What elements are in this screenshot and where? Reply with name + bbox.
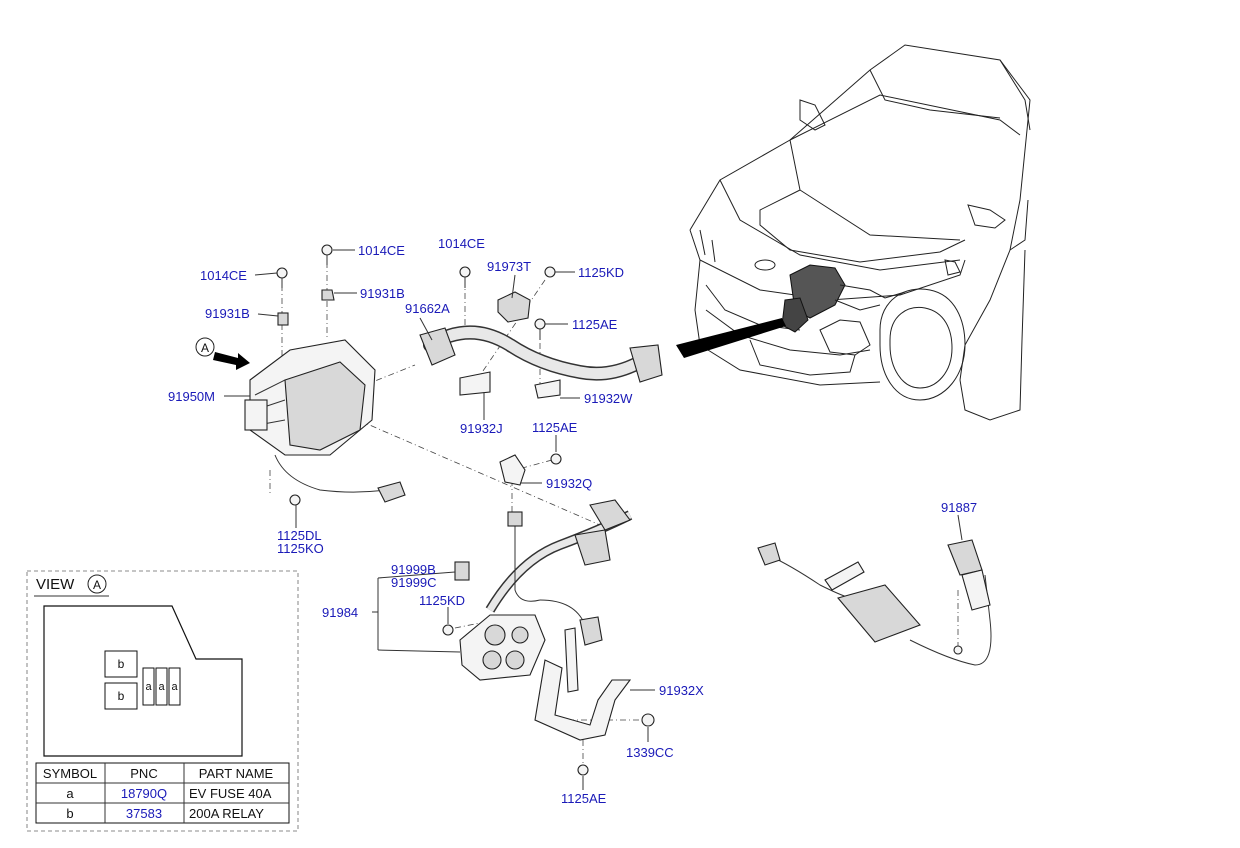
label-91931b-a: 91931B [205,306,250,321]
table-row1-symbol: a [66,786,74,801]
label-1014ce-c: 1014CE [438,236,485,251]
table-row2-name: 200A RELAY [189,806,264,821]
label-91932q: 91932Q [546,476,592,491]
bolt-1014ce-mid [321,244,333,265]
table-header-part-name: PART NAME [199,766,274,781]
label-91932w: 91932W [584,391,633,406]
harness-91662a [419,325,663,399]
label-1125dl: 1125DL [277,528,322,543]
label-91999c: 91999C [391,575,437,590]
bolt-1125ae-top [534,318,546,340]
view-title: VIEW [36,576,75,593]
table-row2-pnc[interactable]: 37583 [126,806,162,821]
vehicle-illustration [689,44,1031,421]
portable-charger-91887 [757,539,992,666]
callout-labels: 1014CE 1014CE 1014CE 91931B 91931B 91950… [168,236,977,806]
view-cell-a3: a [171,681,178,693]
view-cell-a2: a [158,681,165,693]
clip-91999bc [454,561,470,581]
view-a-marker: A [201,341,209,355]
table-row2-symbol: b [66,806,73,821]
label-1125ae-a: 1125AE [572,317,618,332]
bracket-91932x [534,627,632,741]
label-91932j: 91932J [460,421,503,436]
pointer-arrow [676,318,786,358]
clip-91931b-left [277,312,289,326]
clip-91931b-mid [321,289,335,301]
label-91932x: 91932X [659,683,704,698]
label-1125ae-b: 1125AE [532,420,578,435]
label-1125ae-c: 1125AE [561,791,607,806]
bolt-1014ce-left [276,267,288,288]
callout-lines [224,249,963,790]
label-91887: 91887 [941,500,977,515]
bolt-1125ae-bottom [577,764,589,776]
label-1125kd-a: 1125KD [578,265,624,280]
view-title-marker: A [93,578,101,592]
view-a-indicator: A [195,337,250,370]
label-1014ce-a: 1014CE [200,268,247,283]
nut-1339cc [641,713,655,727]
label-1125kd-b: 1125KD [419,593,465,608]
view-cell-b2: b [118,689,125,703]
label-91999b: 91999B [391,562,436,577]
view-cell-b1: b [118,657,125,671]
charge-port-91984 [459,499,633,681]
bracket-91932q [499,454,526,486]
legend-table: SYMBOL PNC PART NAME a 18790Q EV FUSE 40… [35,762,290,824]
label-1339cc: 1339CC [626,745,674,760]
table-row1-pnc[interactable]: 18790Q [121,786,167,801]
table-row1-name: EV FUSE 40A [189,786,272,801]
label-1125ko: 1125KO [277,541,324,556]
label-91950m: 91950M [168,389,215,404]
label-91984: 91984 [322,605,358,620]
bolt-1125kd-lower [442,624,454,636]
junction-box-91950m [244,339,406,506]
view-cell-a1: a [145,681,152,693]
bolt-1014ce-harness [459,266,471,288]
bolt-1125kd-top [544,266,556,278]
bolt-1125ae-mid [550,453,562,465]
grommet-91973t [497,291,531,323]
label-91931b-b: 91931B [360,286,405,301]
label-91973t: 91973T [487,259,531,274]
view-a-panel: VIEW A b b a a a SYMBOL PNC PART NAME a … [26,570,299,832]
table-header-symbol: SYMBOL [43,766,97,781]
table-header-pnc: PNC [130,766,157,781]
label-1014ce-b: 1014CE [358,243,405,258]
label-91662a: 91662A [405,301,450,316]
